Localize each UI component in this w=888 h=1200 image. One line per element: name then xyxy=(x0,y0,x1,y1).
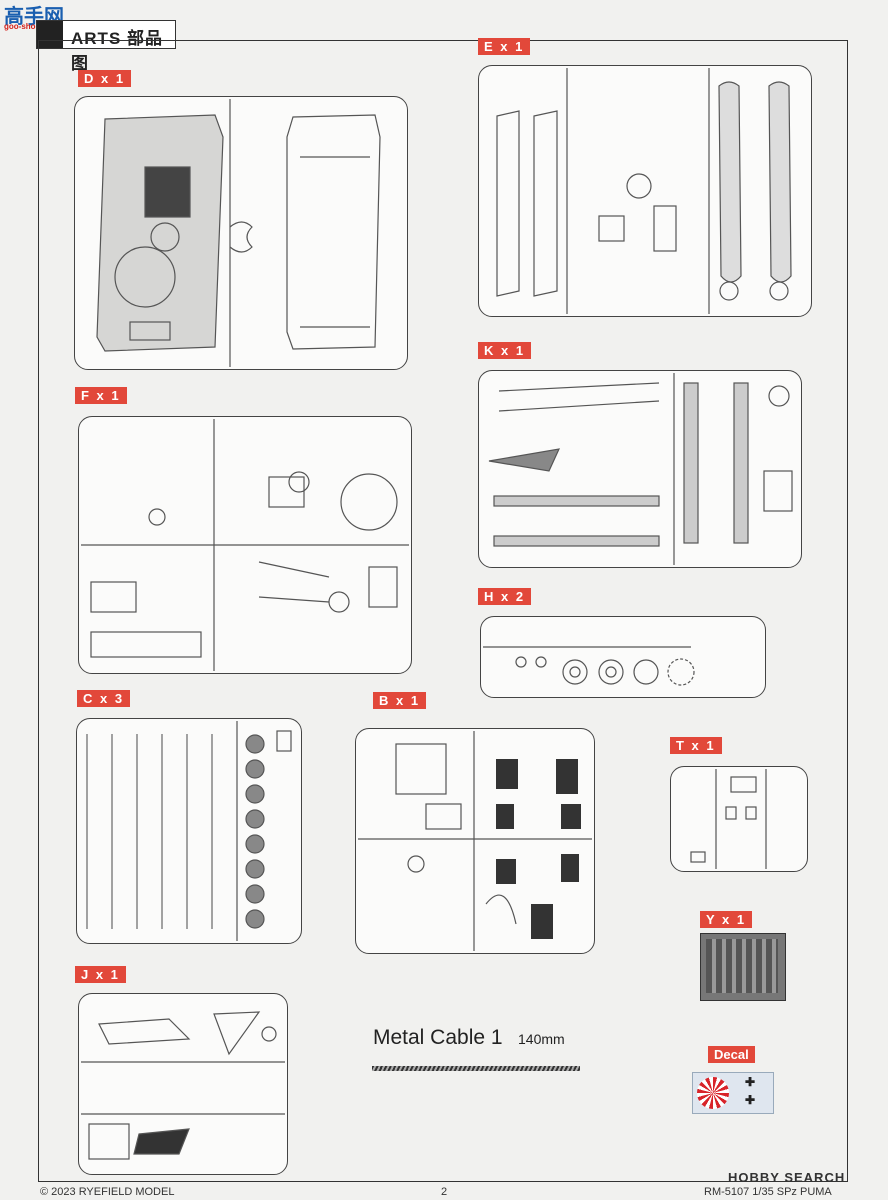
sprue-c xyxy=(76,718,302,944)
hobby-search-watermark: HOBBY SEARCH xyxy=(728,1170,846,1185)
header-marker xyxy=(37,21,63,48)
sprue-label-d: D x 1 xyxy=(78,70,132,87)
sprue-t xyxy=(670,766,808,872)
sprue-d-drawing xyxy=(96,99,381,367)
logo-url: goo-shouw.com xyxy=(4,22,66,31)
copyright: © 2023 RYEFIELD MODEL xyxy=(40,1186,175,1198)
sprue-label-f: F x 1 xyxy=(75,387,127,404)
sprue-d xyxy=(74,96,408,370)
sprue-b xyxy=(355,728,595,954)
page-frame xyxy=(38,40,848,1182)
sprue-j-drawing xyxy=(81,1011,285,1160)
decal-label: Decal xyxy=(708,1046,755,1063)
sprue-k-drawing xyxy=(488,373,793,565)
cross-icon: ✚ xyxy=(745,1075,756,1089)
sprue-label-e: E x 1 xyxy=(478,38,531,55)
sprue-t-drawing xyxy=(690,769,767,869)
cross-icon: ✚ xyxy=(745,1093,756,1107)
sprue-k xyxy=(478,370,802,568)
sprue-b-drawing xyxy=(358,731,592,951)
parts-title: ARTS 部品图 xyxy=(71,29,163,73)
sprue-label-y: Y x 1 xyxy=(700,911,753,928)
sprue-f xyxy=(78,416,412,674)
sprue-f-drawing xyxy=(81,419,409,671)
sprue-c-drawing xyxy=(86,721,292,941)
parts-header: ARTS 部品图 xyxy=(36,20,176,73)
sprue-e-drawing xyxy=(496,68,792,314)
rising-sun-decal xyxy=(697,1077,729,1109)
photo-etch-parts xyxy=(706,939,778,993)
page-number: 2 xyxy=(441,1186,448,1198)
cable-length: 140mm xyxy=(518,1031,565,1047)
decal-sheet: ✚ ✚ xyxy=(692,1072,774,1114)
sprue-h-drawing xyxy=(483,646,695,686)
photo-etch-fret-y xyxy=(700,933,786,1001)
sprue-h xyxy=(480,616,766,698)
metal-cable xyxy=(372,1066,580,1071)
sprue-label-h: H x 2 xyxy=(478,588,532,605)
sprue-label-j: J x 1 xyxy=(75,966,126,983)
product-code: RM-5107 1/35 SPz PUMA xyxy=(704,1186,832,1198)
sprue-e xyxy=(478,65,812,317)
sprue-label-t: T x 1 xyxy=(670,737,722,754)
sprue-j xyxy=(78,993,288,1175)
sprue-label-k: K x 1 xyxy=(478,342,532,359)
sprue-label-b: B x 1 xyxy=(373,692,427,709)
sprue-label-c: C x 3 xyxy=(77,690,131,707)
cable-title: Metal Cable 1 xyxy=(373,1026,503,1049)
